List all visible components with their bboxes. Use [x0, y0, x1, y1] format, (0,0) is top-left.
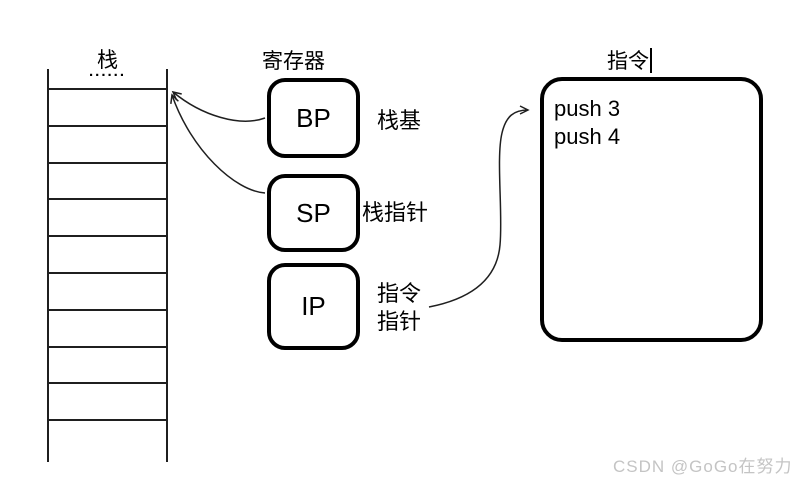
stack-row-line [47, 198, 168, 201]
stack-row-line [47, 124, 168, 127]
instructions-title-text: 指令 [607, 50, 649, 73]
connector-sp-to-stack[interactable] [170, 93, 266, 194]
stack-row-line [47, 419, 168, 422]
register-sp-label-text: 栈指针 [362, 200, 429, 225]
stack-row-line [47, 382, 168, 385]
stack-row-line [47, 345, 168, 348]
stack-row-line [47, 235, 168, 238]
register-bp-text: BP [296, 102, 331, 133]
register-box-bp[interactable]: BP [267, 78, 360, 158]
stack-row-line [47, 161, 168, 164]
instructions-box[interactable] [540, 77, 763, 342]
code-line: push 4 [554, 123, 621, 149]
register-box-sp[interactable]: SP [267, 174, 360, 252]
register-sp-label[interactable]: 栈指针 [362, 199, 428, 227]
connector-ip-to-instructions[interactable] [428, 105, 530, 308]
stack-row-line [47, 88, 168, 90]
register-box-ip[interactable]: IP [267, 263, 360, 350]
csdn-watermark: CSDN @GoGo在努力 [613, 457, 793, 476]
register-ip-label[interactable]: 指令 指针 [377, 280, 421, 336]
register-ip-label-line2: 指针 [377, 309, 422, 334]
instructions-title[interactable]: 指令 [607, 45, 652, 75]
instructions-code[interactable]: push 3 push 4 [554, 95, 620, 150]
stack-row-line [47, 272, 168, 274]
stack-ellipsis: ...... [88, 63, 126, 80]
registers-title[interactable]: 寄存器 [262, 50, 325, 73]
connector-bp-to-stack[interactable] [171, 90, 266, 122]
register-ip-text: IP [301, 291, 326, 321]
stack-title[interactable]: 栈 [97, 49, 118, 72]
register-sp-text: SP [296, 197, 331, 228]
register-bp-label-text: 栈基 [377, 108, 422, 133]
stack-row-line [47, 308, 168, 311]
text-cursor [650, 47, 652, 73]
stack-left-line [47, 69, 49, 462]
stack-right-line [166, 69, 168, 462]
code-line: push 3 [554, 96, 621, 121]
register-bp-label[interactable]: 栈基 [377, 107, 421, 135]
register-ip-label-line1: 指令 [377, 281, 422, 306]
